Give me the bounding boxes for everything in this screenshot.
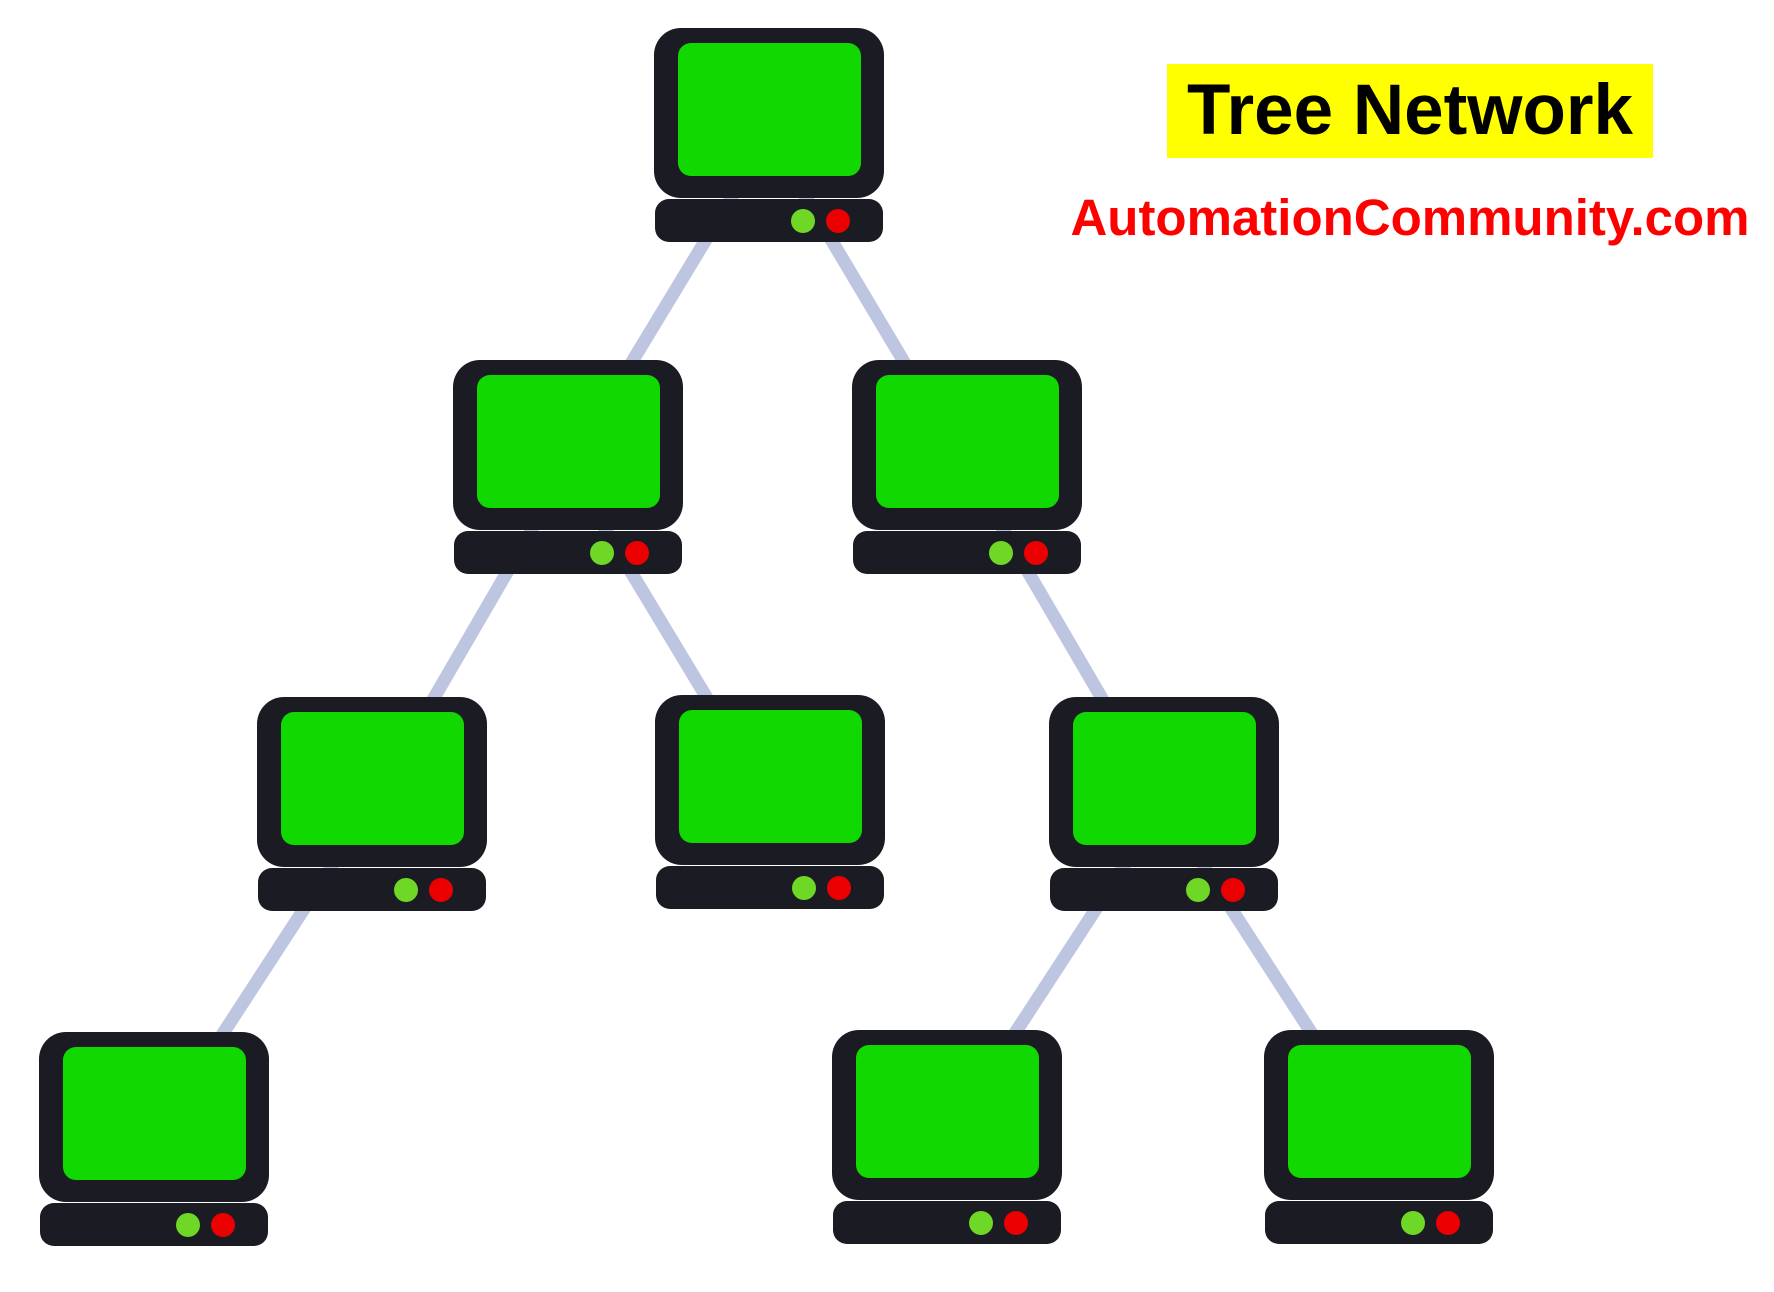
status-led-red [827, 876, 851, 900]
computer-node-l4-middle [832, 1030, 1062, 1244]
computer-base [656, 866, 884, 909]
monitor-screen [477, 375, 660, 508]
monitor-screen [876, 375, 1059, 508]
status-led-red [211, 1213, 235, 1237]
monitor-screen [1073, 712, 1256, 845]
page-title: Tree Network [1167, 64, 1653, 158]
power-led-green [792, 876, 816, 900]
power-led-green [791, 209, 815, 233]
power-led-green [989, 541, 1013, 565]
computer-node-l3-right [1049, 697, 1279, 911]
computer-base [40, 1203, 268, 1246]
computer-base [1050, 868, 1278, 911]
computer-base [833, 1201, 1061, 1244]
computer-base [454, 531, 682, 574]
status-led-red [429, 878, 453, 902]
computer-base [853, 531, 1081, 574]
monitor-screen [63, 1047, 246, 1180]
computer-base [1265, 1201, 1493, 1244]
computer-base [258, 868, 486, 911]
power-led-green [1186, 878, 1210, 902]
power-led-green [394, 878, 418, 902]
subtitle-website: AutomationCommunity.com [1070, 189, 1750, 246]
status-led-red [1004, 1211, 1028, 1235]
computer-node-l2-right [852, 360, 1082, 574]
status-led-red [1024, 541, 1048, 565]
power-led-green [590, 541, 614, 565]
computer-node-l3-middle [655, 695, 885, 909]
computer-node-root [654, 28, 884, 242]
monitor-screen [679, 710, 862, 843]
power-led-green [1401, 1211, 1425, 1235]
monitor-screen [281, 712, 464, 845]
power-led-green [176, 1213, 200, 1237]
status-led-red [826, 209, 850, 233]
header: Tree Network AutomationCommunity.com [1040, 64, 1774, 247]
monitor-screen [856, 1045, 1039, 1178]
status-led-red [625, 541, 649, 565]
status-led-red [1436, 1211, 1460, 1235]
power-led-green [969, 1211, 993, 1235]
computer-node-l4-right [1264, 1030, 1494, 1244]
status-led-red [1221, 878, 1245, 902]
computer-node-l3-left [257, 697, 487, 911]
computer-base [655, 199, 883, 242]
computer-node-l4-left [39, 1032, 269, 1246]
computer-node-l2-left [453, 360, 683, 574]
monitor-screen [1288, 1045, 1471, 1178]
monitor-screen [678, 43, 861, 176]
